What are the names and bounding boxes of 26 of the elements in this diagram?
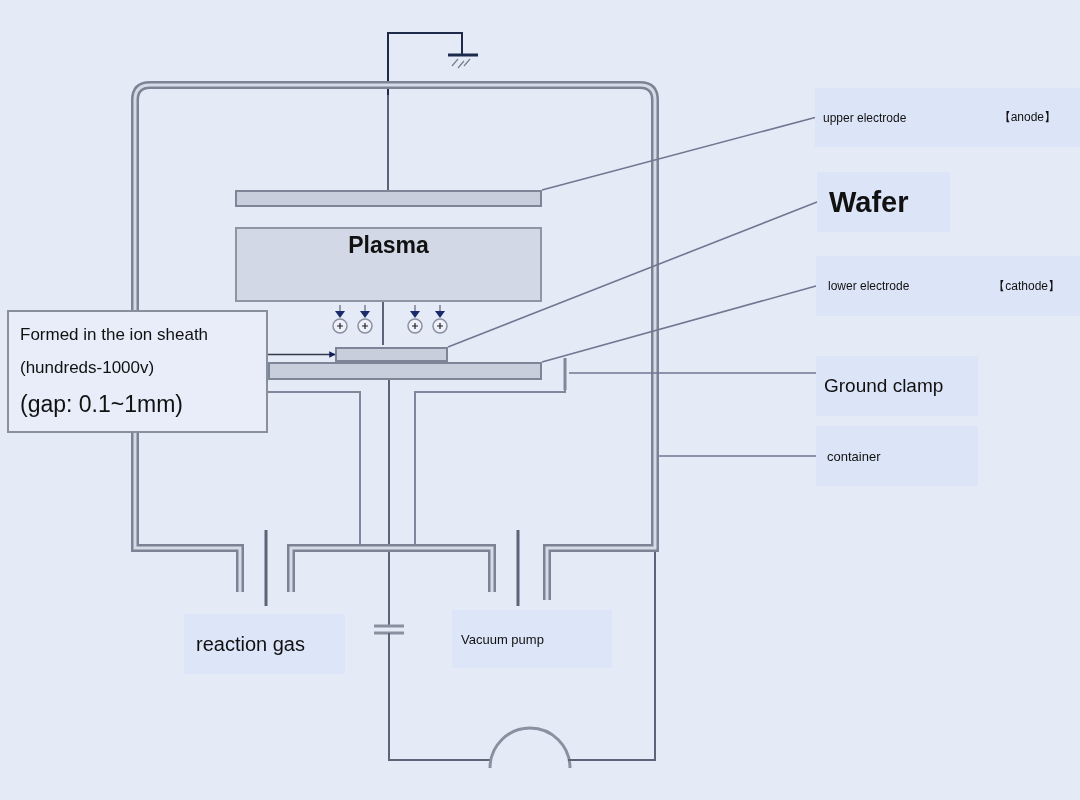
part-label <box>816 256 1080 316</box>
electrode-polarity: 【cathode】 <box>993 277 1060 295</box>
label-text: Ground clamp <box>824 375 944 397</box>
label-text: Wafer <box>829 185 909 219</box>
part-label <box>816 356 978 416</box>
label-text: container <box>827 448 881 464</box>
note-box <box>7 310 268 433</box>
plasma-region <box>235 227 542 302</box>
leader-line <box>447 201 818 348</box>
leader-line <box>658 455 817 457</box>
electrode-polarity: 【anode】 <box>998 109 1056 126</box>
leader-line <box>568 372 817 374</box>
leader-line <box>541 285 817 363</box>
label-text: reaction gas <box>196 632 305 656</box>
region-label: Plasma <box>348 232 429 259</box>
label-text: (gap: 0.1~1mm) <box>20 391 183 419</box>
label-text: Vacuum pump <box>461 631 544 647</box>
label-text: Formed in the ion sheath <box>20 324 209 345</box>
part-label <box>815 88 1080 147</box>
part-label <box>816 426 978 486</box>
leader-line <box>541 116 816 191</box>
label-text: lower electrode <box>828 279 910 293</box>
label-text: (hundreds-1000v) <box>20 358 155 378</box>
label-text: upper electrode <box>823 110 907 125</box>
arrow <box>267 351 336 358</box>
part-label <box>817 172 950 232</box>
